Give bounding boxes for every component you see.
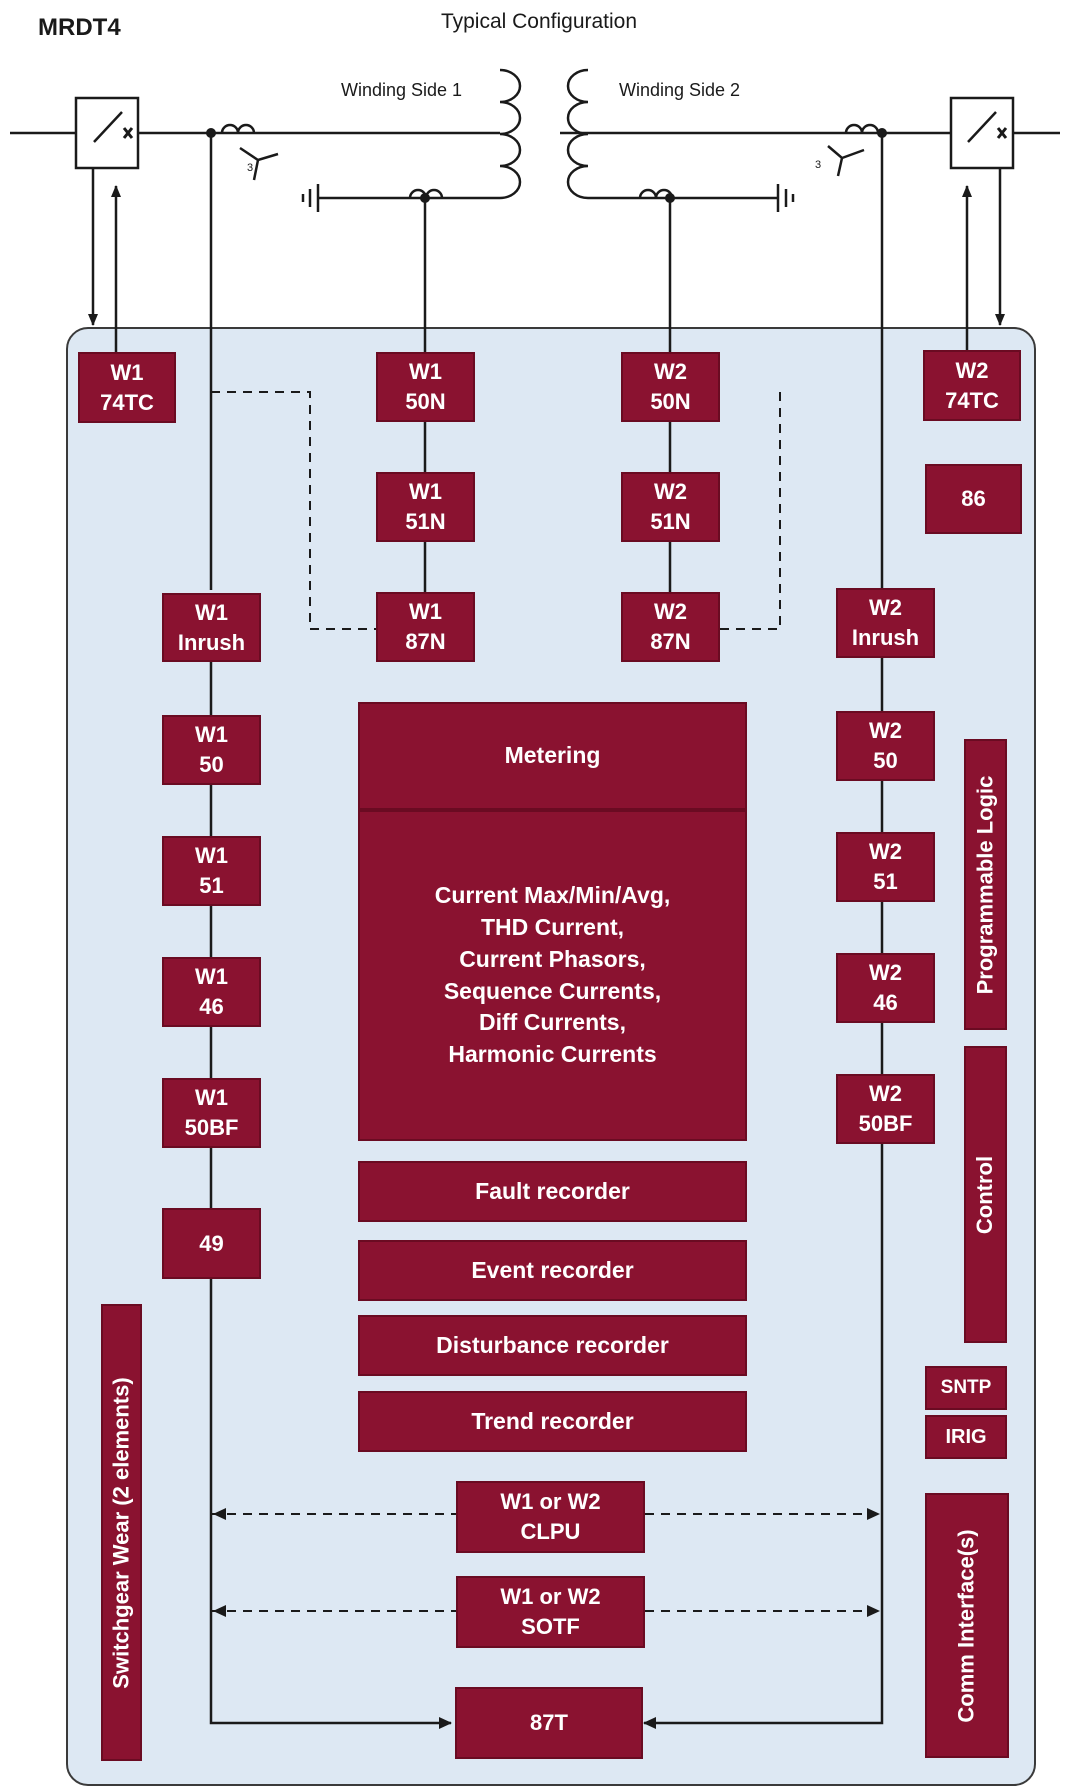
ground-symbol-left [301, 184, 320, 212]
w2-87n-block: W2 87N [621, 592, 720, 662]
disturbance-recorder-block: Disturbance recorder [358, 1315, 747, 1376]
ct-coil-neutral-2 [638, 188, 674, 199]
w1-50-block: W1 50 [162, 715, 261, 785]
w1-50bf-block: W1 50BF [162, 1078, 261, 1148]
winding-side-2-label: Winding Side 2 [619, 80, 741, 100]
fault-recorder-block: Fault recorder [358, 1161, 747, 1222]
programmable-logic-panel: Programmable Logic [964, 739, 1007, 1030]
comm-interface-panel: Comm Interface(s) [925, 1493, 1009, 1758]
configuration-title: Typical Configuration [440, 10, 638, 33]
w1-46-block: W1 46 [162, 957, 261, 1027]
w2-51n-block: W2 51N [621, 472, 720, 542]
event-recorder-block: Event recorder [358, 1240, 747, 1301]
clpu-block: W1 or W2 CLPU [456, 1481, 645, 1553]
w2-46-block: W2 46 [836, 953, 935, 1023]
w1-87n-block: W1 87N [376, 592, 475, 662]
w2-50n-block: W2 50N [621, 352, 720, 422]
w2-inrush-block: W2 Inrush [836, 588, 935, 658]
wye-symbol-left [239, 146, 279, 181]
irig-block: IRIG [925, 1415, 1007, 1459]
49-block: 49 [162, 1208, 261, 1279]
ct-coil-right [844, 123, 880, 134]
86-block: 86 [925, 464, 1022, 534]
w2-51-block: W2 51 [836, 832, 935, 902]
w1-74tc-block: W1 74TC [78, 352, 176, 423]
winding-side-1-label: Winding Side 1 [341, 80, 463, 100]
switchgear-wear-panel: Switchgear Wear (2 elements) [101, 1304, 142, 1761]
wye-symbol-right [827, 145, 865, 177]
device-title: MRDT4 [38, 14, 121, 41]
ct-count-label-1: 3 [247, 162, 254, 174]
control-panel: Control [964, 1046, 1007, 1343]
transformer-winding-2 [566, 68, 589, 200]
ground-symbol-right [776, 184, 795, 212]
ct-coil-left [220, 123, 256, 134]
ct-count-label-2: 3 [815, 159, 822, 171]
trend-recorder-block: Trend recorder [358, 1391, 747, 1452]
w2-74tc-block: W2 74TC [923, 350, 1021, 421]
w2-50-block: W2 50 [836, 711, 935, 781]
87t-block: 87T [455, 1687, 643, 1759]
metering-detail-block: Current Max/Min/Avg, THD Current, Curren… [358, 810, 747, 1141]
sntp-block: SNTP [925, 1366, 1007, 1410]
metering-block: Metering [358, 702, 747, 810]
w1-inrush-block: W1 Inrush [162, 593, 261, 662]
transformer-winding-1 [499, 68, 522, 200]
w1-51n-block: W1 51N [376, 472, 475, 542]
w2-50bf-block: W2 50BF [836, 1074, 935, 1144]
sotf-block: W1 or W2 SOTF [456, 1576, 645, 1648]
w1-50n-block: W1 50N [376, 352, 475, 422]
w1-51-block: W1 51 [162, 836, 261, 906]
